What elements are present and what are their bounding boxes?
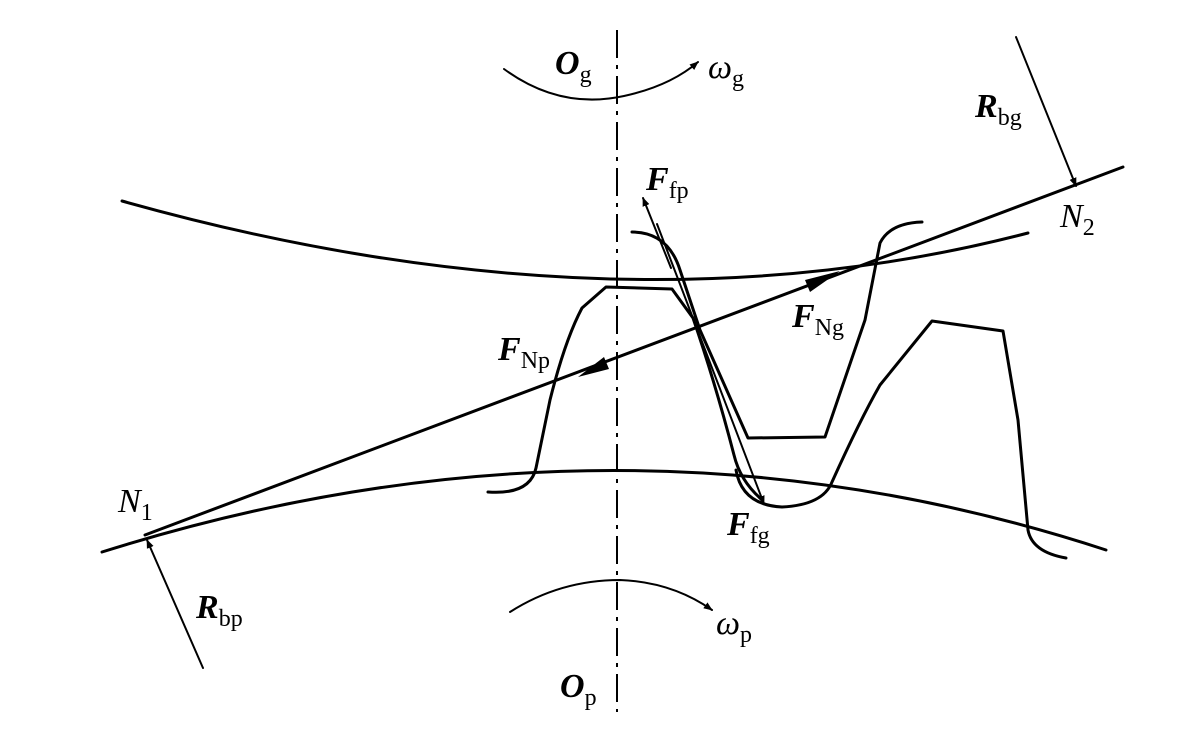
label-omega-g: ωg	[708, 49, 744, 92]
rbg-arrow	[1015, 36, 1077, 187]
label-omega-p: ωp	[716, 605, 752, 648]
pinion-tooth-profile	[486, 285, 762, 500]
label-n2: N2	[1059, 198, 1095, 241]
fng-arrowhead	[805, 271, 840, 292]
label-og: Og	[555, 45, 592, 88]
label-op: Op	[560, 668, 597, 711]
gear-tooth-space-profile	[630, 220, 924, 440]
label-fnp: FNp	[497, 331, 550, 374]
label-ffp: Ffp	[645, 161, 689, 204]
label-rbg: Rbg	[974, 88, 1022, 131]
label-fng: FNg	[791, 298, 844, 341]
line-of-action	[143, 165, 1125, 537]
label-ffg: Ffg	[726, 506, 770, 549]
label-n1: N1	[117, 483, 153, 526]
gear-base-circle	[120, 199, 1030, 281]
fnp-arrowhead	[578, 357, 609, 377]
ffg-arrow	[656, 223, 765, 505]
pinion-rotation-arrow	[509, 578, 713, 613]
pinion-base-circle	[100, 469, 1108, 554]
rbp-arrow	[146, 539, 204, 669]
label-rbp: Rbp	[195, 589, 243, 632]
ffp-arrow	[642, 197, 672, 269]
pinion-right-tooth-profile	[734, 319, 1068, 560]
gear-rotation-arrow	[503, 61, 699, 101]
